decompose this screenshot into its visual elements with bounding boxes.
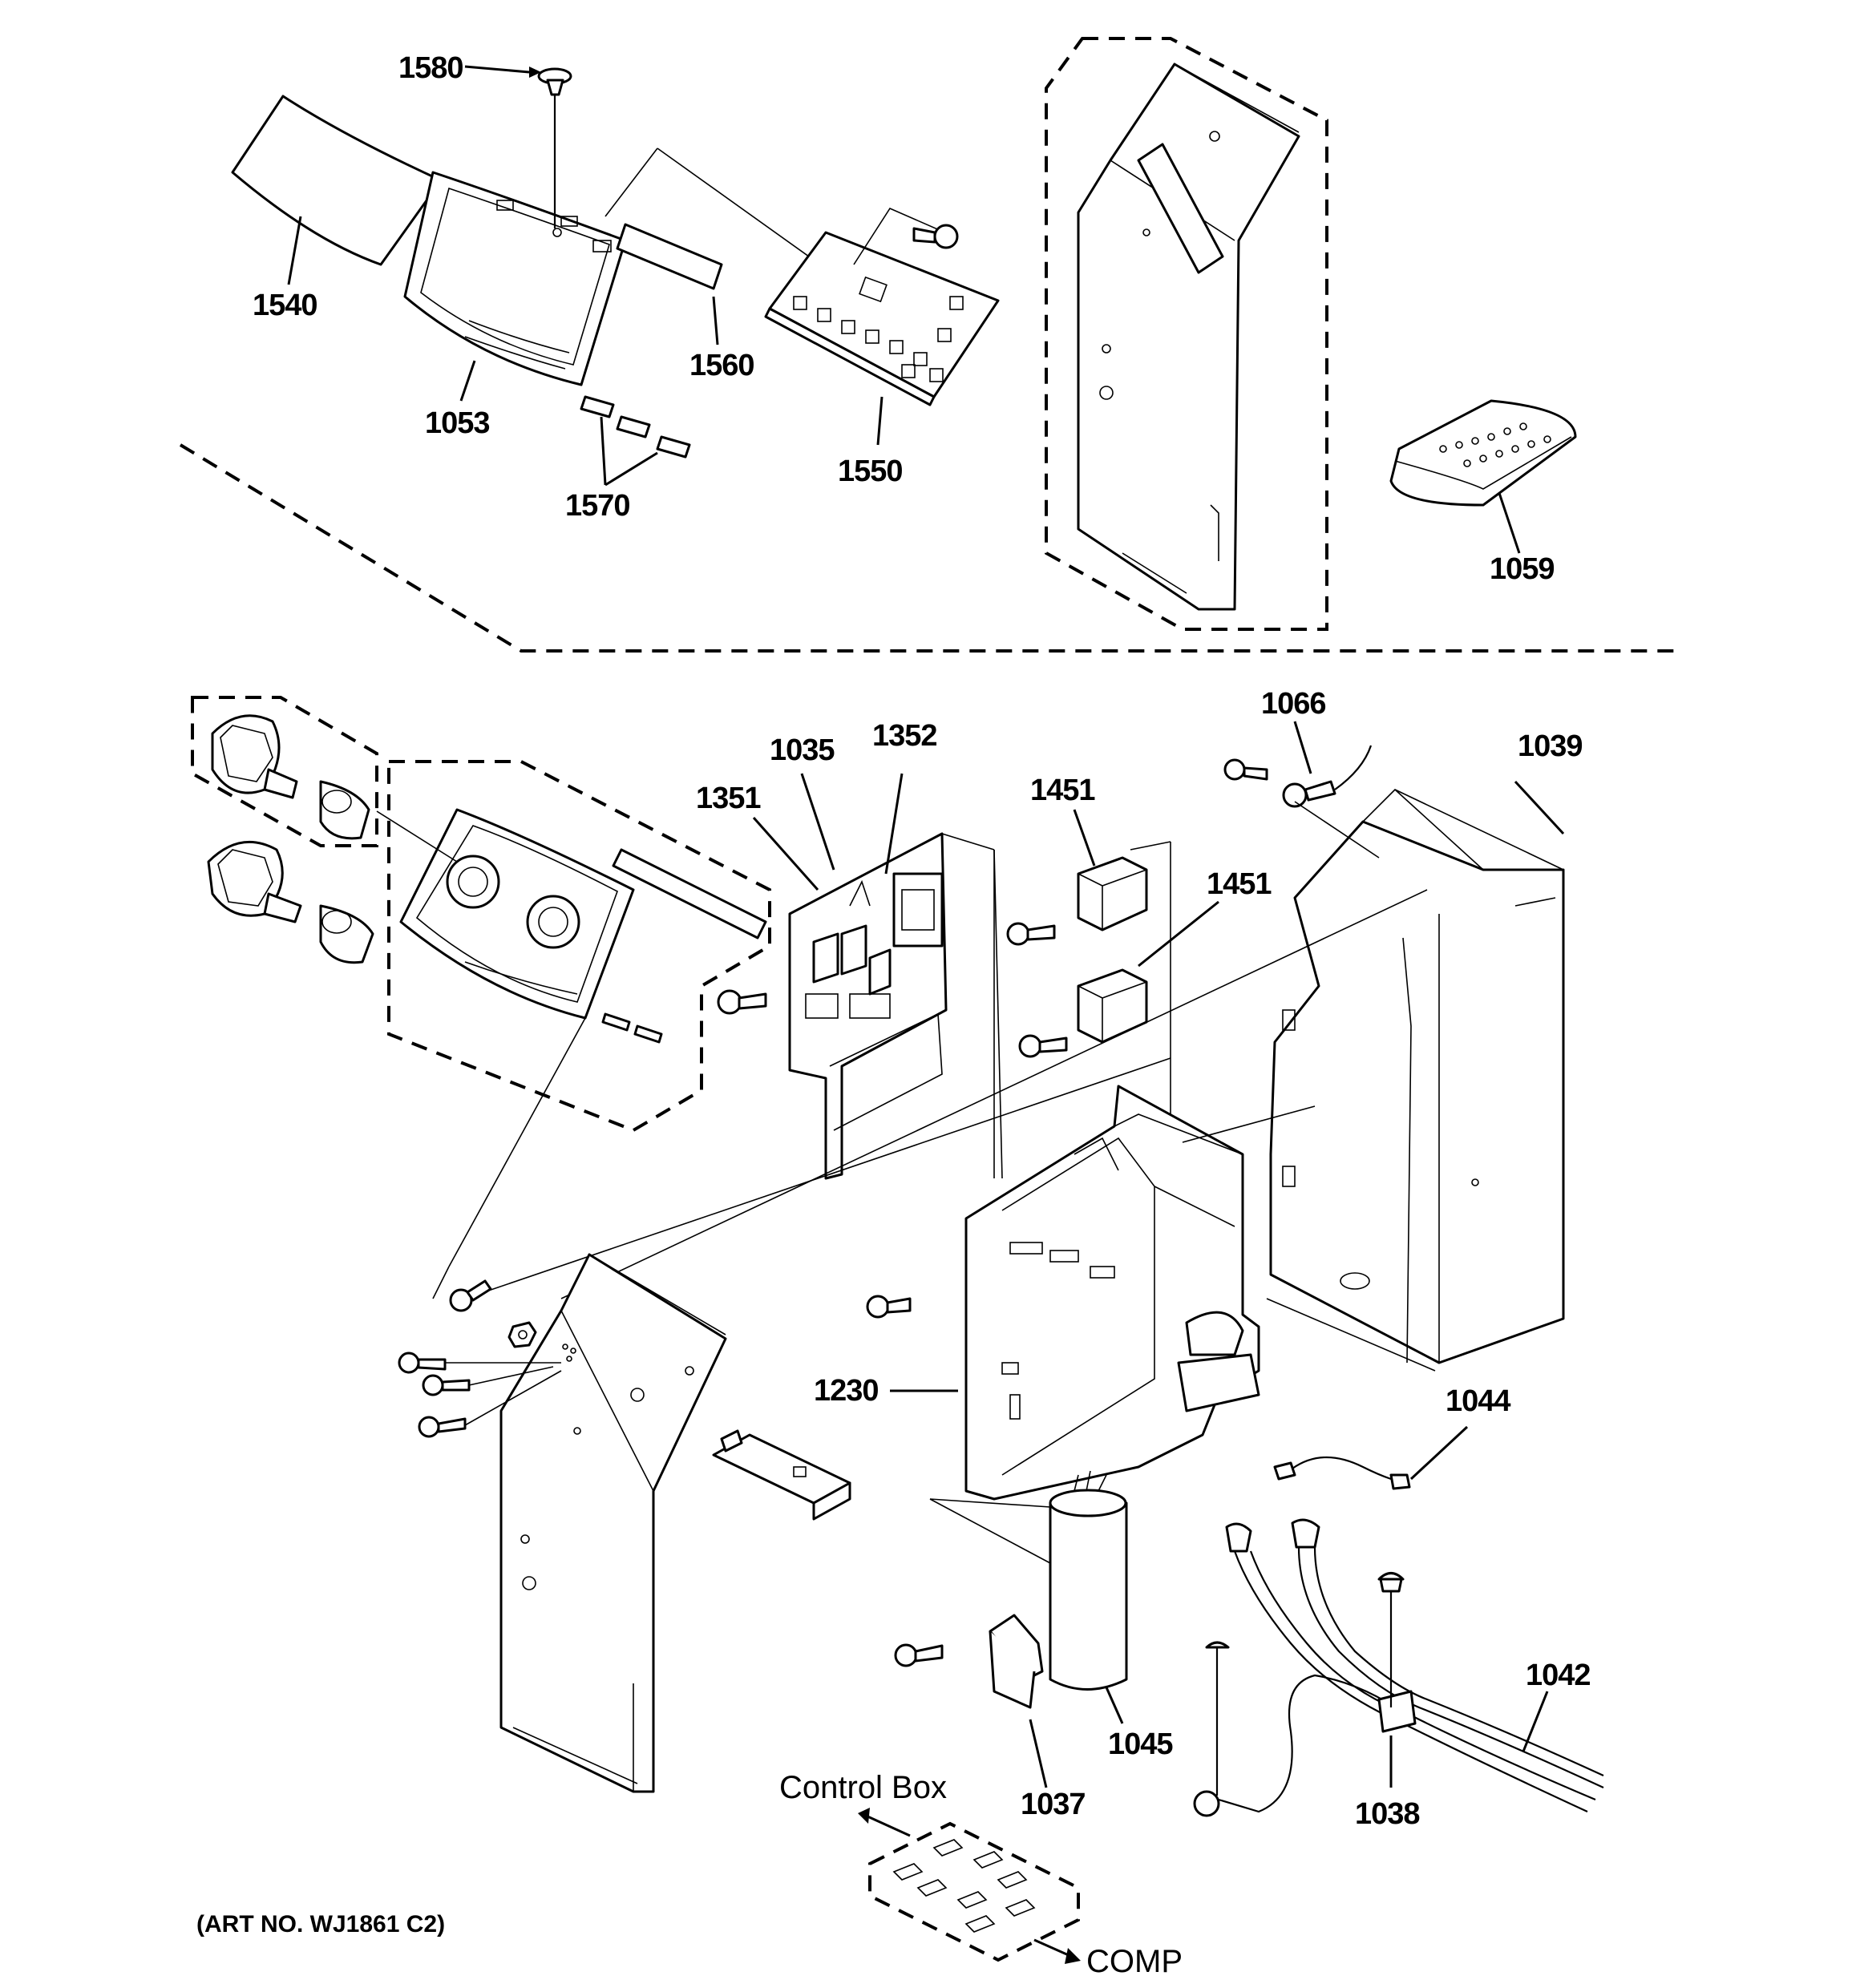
label-control-box: Control Box — [779, 1770, 947, 1805]
part-1560-strip — [604, 147, 827, 345]
callout-1035: 1035 — [770, 733, 835, 767]
part-1451-relay-b-screw — [1018, 1034, 1068, 1058]
knob-panel-group — [376, 760, 771, 1299]
part-1053-panel — [403, 171, 627, 402]
part-1580-screw — [464, 65, 572, 228]
part-thermistor-sensor — [712, 1429, 851, 1521]
section-divider — [179, 443, 1684, 653]
callout-1451-b: 1451 — [1207, 867, 1272, 901]
callout-1560: 1560 — [689, 349, 754, 382]
callout-1066: 1066 — [1261, 687, 1326, 721]
part-1035-control-board — [752, 773, 1003, 1180]
label-comp: COMP — [1086, 1944, 1183, 1979]
art-number: (ART NO. WJ1861 C2) — [196, 1911, 445, 1937]
part-1066-ground-wire — [1223, 721, 1380, 859]
callout-1550: 1550 — [838, 455, 903, 488]
part-1230-bracket — [890, 1085, 1260, 1501]
part-1570-pads — [580, 395, 691, 487]
callout-1038: 1038 — [1355, 1797, 1420, 1831]
part-1039-enclosure — [1266, 780, 1565, 1372]
part-1035-screw — [717, 989, 767, 1015]
callout-1044: 1044 — [1446, 1384, 1510, 1418]
callout-1039: 1039 — [1518, 729, 1583, 763]
callout-1059: 1059 — [1490, 552, 1555, 586]
callout-1230: 1230 — [814, 1374, 879, 1408]
assembly-lines — [464, 889, 1428, 1564]
part-1045-capacitor — [1049, 1470, 1128, 1724]
front-cover-lower — [499, 1253, 727, 1793]
lower-cover-fasteners — [398, 1279, 576, 1438]
part-1451-relay-a-screw — [1006, 922, 1056, 946]
part-1037-capacitor-bracket — [894, 1614, 1048, 1788]
part-1038-clamp-screw — [1205, 1572, 1405, 1796]
callout-1045: 1045 — [1108, 1727, 1173, 1761]
callout-1042: 1042 — [1526, 1659, 1591, 1692]
front-cover-assembly-group — [1045, 37, 1328, 631]
part-1550-screw — [912, 224, 959, 249]
callout-1352: 1352 — [872, 719, 937, 753]
callout-1570: 1570 — [565, 489, 630, 523]
part-1044-jumper-wire — [1273, 1425, 1469, 1490]
callout-1540: 1540 — [253, 289, 317, 322]
part-1451-relay-a — [1073, 809, 1171, 1162]
part-1230-screw — [866, 1295, 912, 1319]
part-1059-remote — [1389, 399, 1577, 554]
part-1540-cover — [231, 95, 443, 285]
connector-block — [858, 1808, 1081, 1964]
knob-assembly-group — [191, 696, 378, 964]
part-1042-power-cord — [1193, 1518, 1604, 1817]
callout-1037: 1037 — [1021, 1788, 1086, 1821]
callout-1580: 1580 — [398, 51, 463, 85]
part-1550-display-board — [764, 207, 1000, 446]
callout-1351: 1351 — [696, 782, 761, 815]
callout-1053: 1053 — [425, 406, 490, 440]
callout-1451-a: 1451 — [1030, 774, 1095, 807]
